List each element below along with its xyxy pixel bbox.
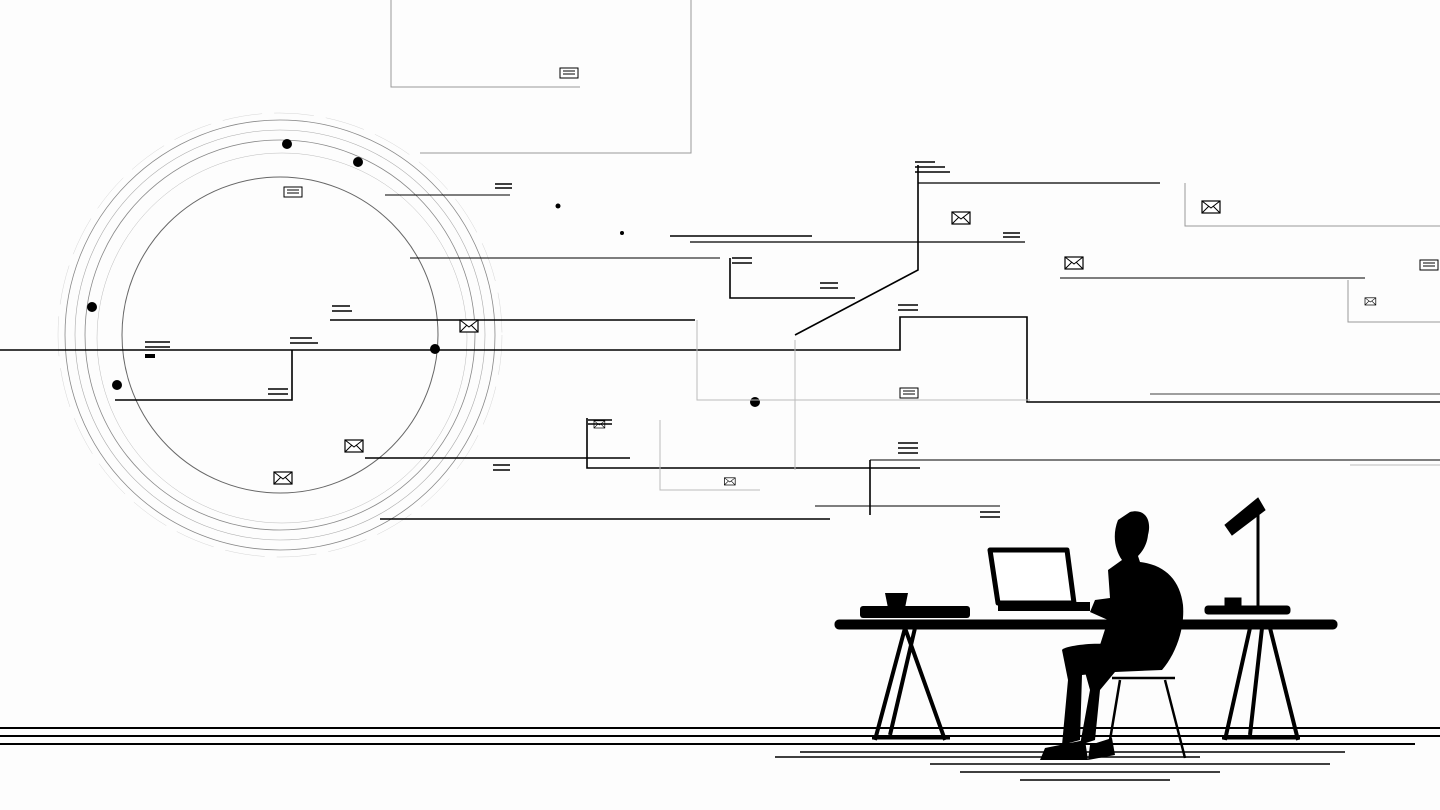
- faint-lines: [659, 320, 1440, 491]
- document-icon: [1419, 259, 1439, 271]
- envelope-icon: [344, 439, 364, 453]
- desk: [834, 619, 1338, 741]
- envelope-icon: [273, 471, 293, 485]
- person-silhouette: [1040, 511, 1184, 760]
- laptop-icon: [987, 547, 1090, 611]
- envelope-icon: [724, 477, 736, 486]
- envelope-icon: [1064, 256, 1084, 270]
- document-icons: [283, 67, 1439, 399]
- envelope-icon: [1201, 200, 1221, 214]
- document-icon: [283, 186, 303, 198]
- coffee-cup-icon: [885, 593, 908, 608]
- document-icon: [899, 387, 919, 399]
- envelope-icon: [459, 319, 479, 333]
- books-icon: [860, 606, 970, 618]
- orbit-rings: [57, 112, 503, 558]
- text-marks: [145, 161, 1020, 518]
- envelope-icon: [951, 211, 971, 225]
- circuit-lines: [0, 165, 1440, 520]
- envelope-icons: [273, 200, 1377, 486]
- envelope-icon: [1364, 297, 1377, 306]
- background-frames: [390, 0, 1440, 323]
- chair: [1108, 676, 1187, 759]
- document-icon: [559, 67, 579, 79]
- orbit-nodes: [87, 139, 760, 407]
- desk-lamp-icon: [1204, 497, 1291, 615]
